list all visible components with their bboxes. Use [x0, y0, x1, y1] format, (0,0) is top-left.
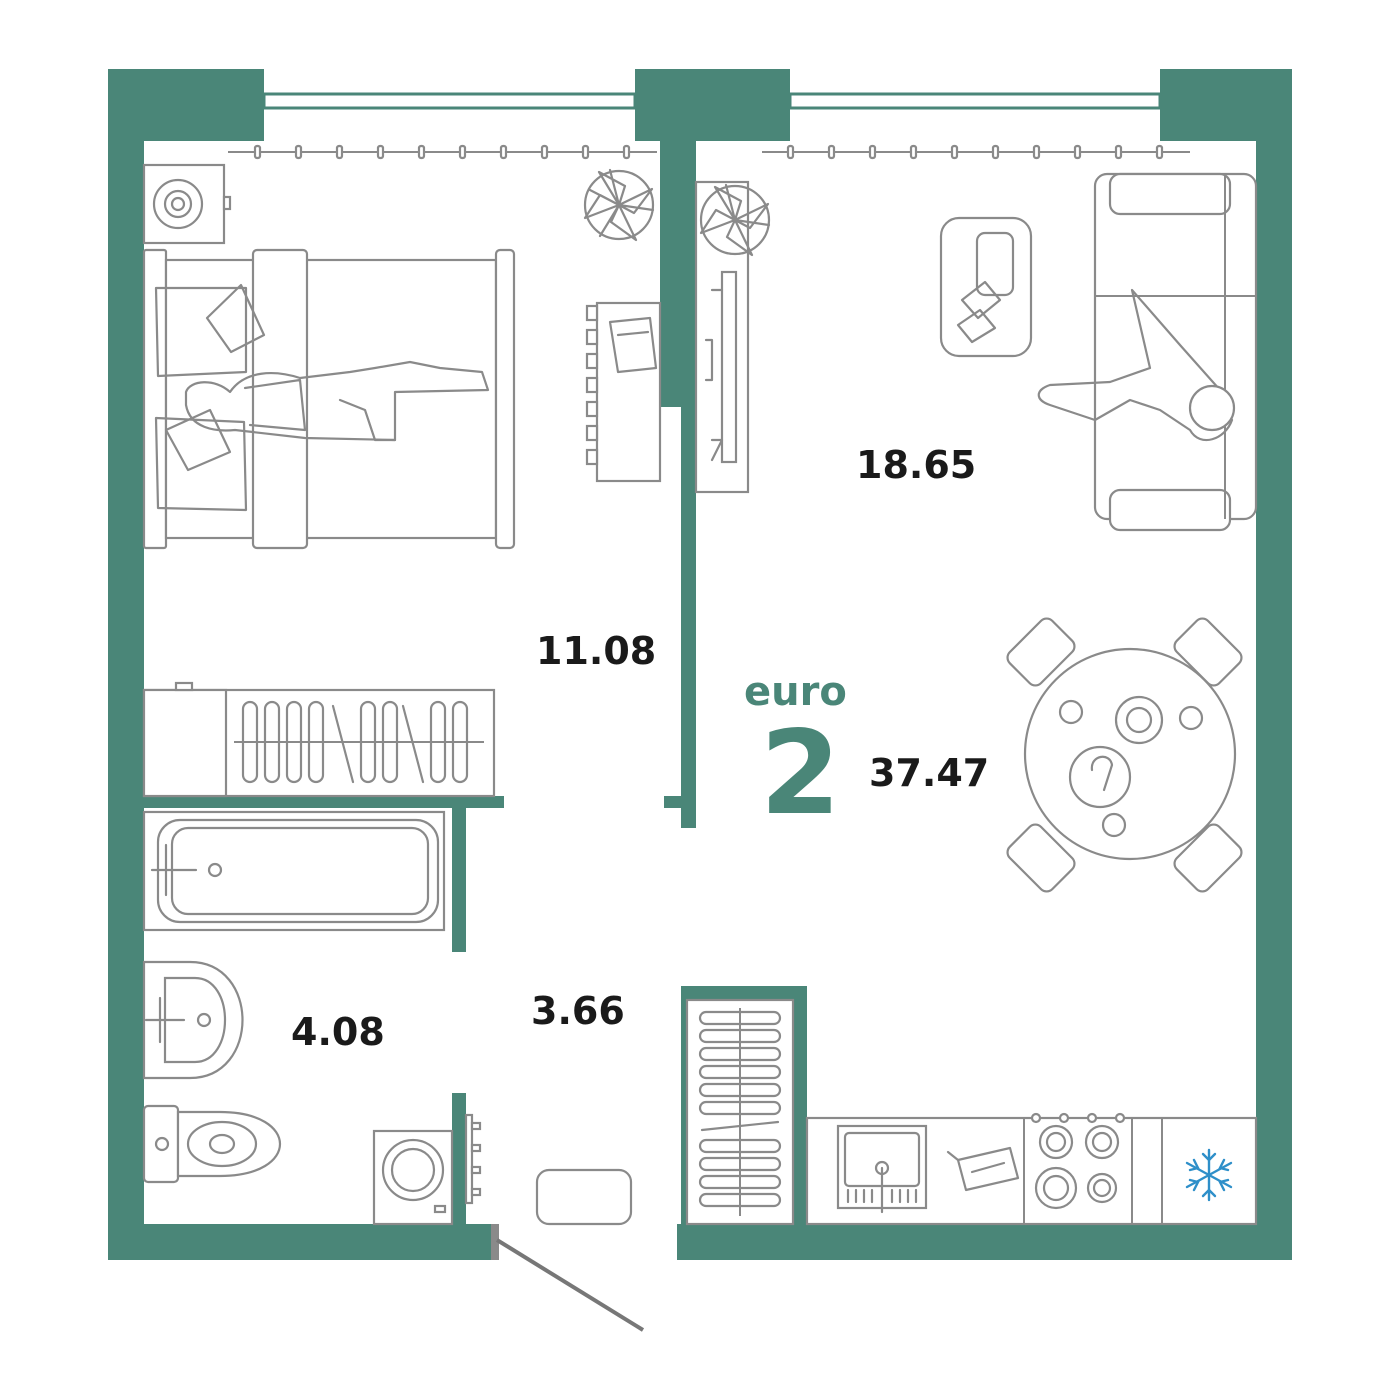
apartment-type-number: 2 — [760, 706, 841, 841]
sink-icon — [142, 960, 244, 1080]
washing-machine-icon — [372, 1129, 454, 1226]
snowflake-icon — [1185, 1148, 1233, 1202]
bathtub-icon — [142, 810, 446, 932]
stove-icon — [1030, 1112, 1126, 1210]
wardrobe-icon — [685, 998, 795, 1226]
coffee-table-icon — [939, 216, 1033, 358]
toilet-icon — [142, 1104, 281, 1184]
sofa-icon — [1037, 172, 1258, 532]
entrance-door — [491, 1224, 645, 1332]
windows — [262, 92, 1162, 110]
area-label-bathroom: 4.08 — [291, 1010, 385, 1054]
area-label-bedroom: 11.08 — [536, 629, 657, 673]
walls — [108, 69, 1292, 1260]
bed-icon — [142, 248, 516, 550]
dining-table-icon — [1006, 617, 1243, 893]
cutting-board-icon — [946, 1146, 1020, 1192]
area-label-living-kitchen: 18.65 — [856, 443, 977, 487]
desk-icon — [585, 301, 662, 483]
towel-rail-icon — [464, 1113, 482, 1205]
wardrobe-icon — [142, 681, 496, 798]
washing-machine-icon — [142, 163, 232, 245]
curtain-rail-left — [228, 144, 657, 160]
plant-icon — [583, 168, 655, 242]
curtain-rail-right — [762, 144, 1190, 160]
plant-icon — [699, 183, 771, 257]
bench-icon — [535, 1168, 633, 1226]
apartment-type-word: euro — [744, 669, 847, 715]
area-label-hallway: 3.66 — [531, 989, 625, 1033]
area-label-total: 37.47 — [869, 751, 990, 795]
sink-icon — [836, 1124, 928, 1214]
